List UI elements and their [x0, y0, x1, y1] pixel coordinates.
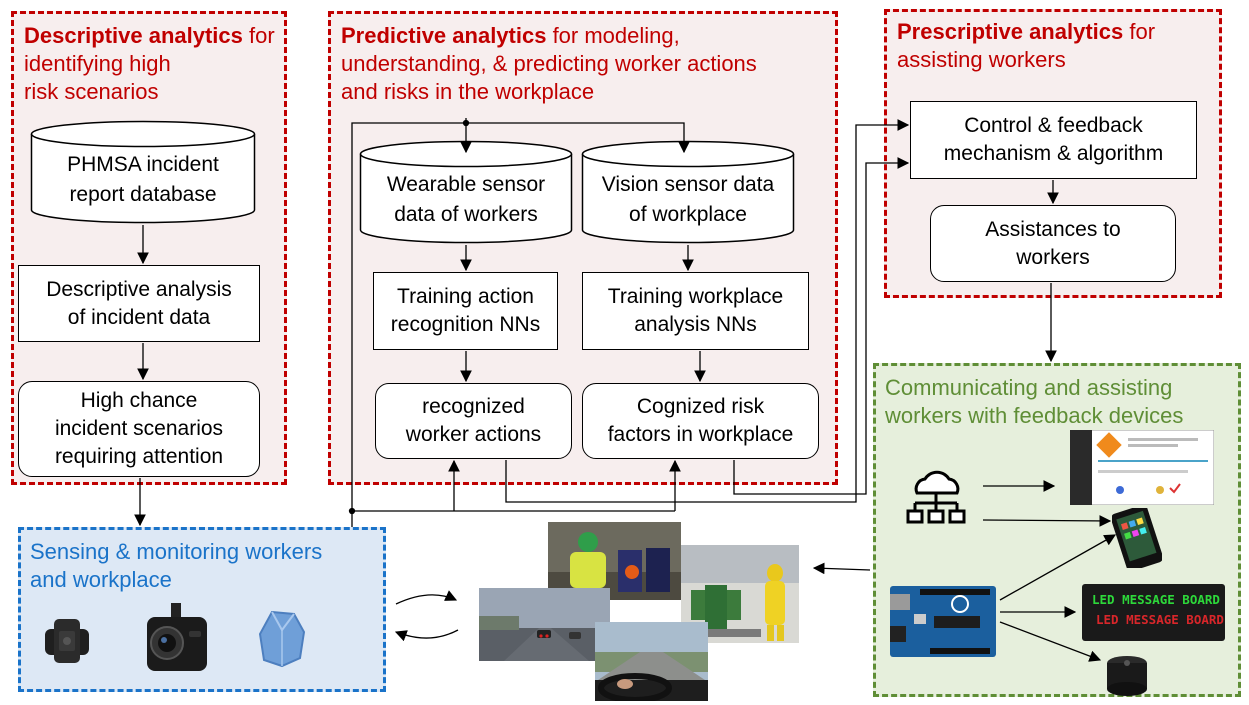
- road-traffic-photo: [479, 588, 610, 661]
- wire-sensing-up: [351, 122, 466, 527]
- arduino-board-icon: [890, 586, 996, 657]
- arrow-feed-to-vision: [466, 122, 690, 154]
- arrow-recognized-to-control: [505, 119, 910, 503]
- driver-cockpit-photo: [595, 622, 708, 701]
- worker-chemical-drums-photo: [548, 522, 681, 600]
- led-message-board: LED MESSAGE BOARD LED MESSAGE BOARD: [1082, 584, 1225, 641]
- smartphone-icon: [1112, 508, 1162, 568]
- beacon-sensor-icon: [258, 610, 306, 668]
- arrow-photos-to-sensing: [394, 629, 459, 642]
- descriptive-title: Descriptive analytics for identifying hi…: [24, 23, 275, 104]
- arrow-arduino-to-phone: [999, 534, 1117, 601]
- tablet-screen-icon: [1070, 430, 1214, 505]
- prescriptive-title: Prescriptive analytics for assisting wor…: [897, 19, 1156, 72]
- led-board-line-2: LED MESSAGE BOARD: [1096, 612, 1224, 627]
- dashcam-icon: [147, 603, 207, 671]
- led-board-line-1: LED MESSAGE BOARD: [1092, 592, 1220, 607]
- cylinder-shape: [30, 120, 256, 224]
- cylinder-shape: [359, 140, 573, 244]
- predictive-title: Predictive analytics for modeling, under…: [341, 23, 757, 104]
- arrow-cloud-to-phone: [982, 515, 1112, 527]
- arrow-devices-to-workers: [812, 562, 871, 575]
- arrow-sensing-to-photos: [395, 590, 458, 605]
- buzzer-icon: [1107, 656, 1147, 696]
- arrow-arduino-to-buzzer: [999, 621, 1102, 662]
- communicating-title: Communicating and assisting workers with…: [885, 375, 1184, 428]
- cylinder-shape: [581, 140, 795, 244]
- sensing-title: Sensing & monitoring workers and workpla…: [30, 539, 323, 592]
- cloud-network-icon: [906, 470, 966, 524]
- arrow-cognized-to-control: [733, 157, 910, 495]
- wristband-sensor-icon: [45, 619, 89, 663]
